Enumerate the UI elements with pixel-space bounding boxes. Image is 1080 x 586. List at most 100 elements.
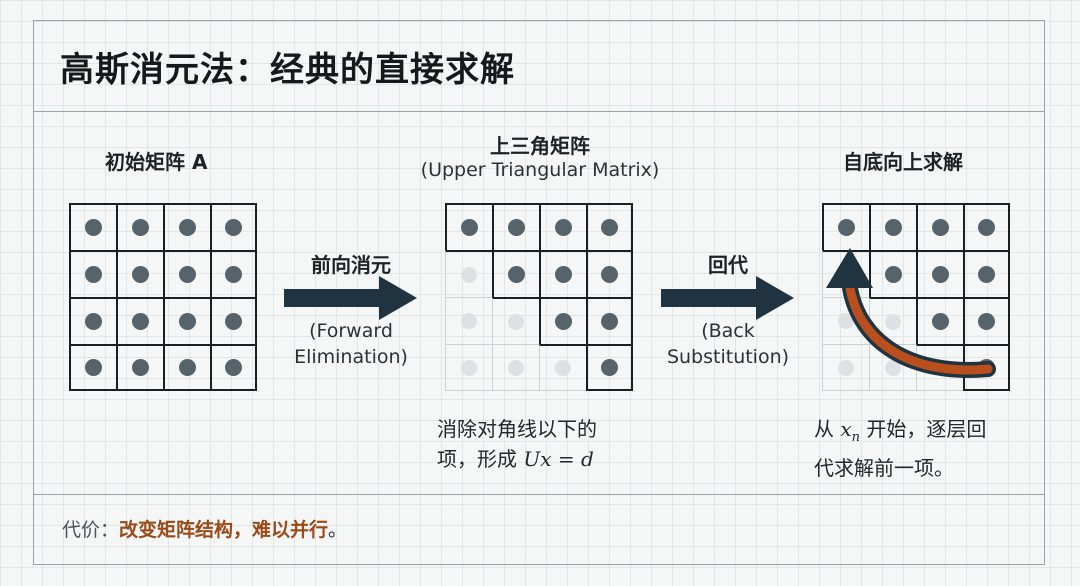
slide-frame xyxy=(33,20,1045,565)
matrix-cell xyxy=(445,297,492,344)
matrix-cell xyxy=(586,203,633,250)
matrix-cell xyxy=(492,344,539,391)
matrix-cell xyxy=(539,203,586,250)
matrix-entry-dot xyxy=(225,313,242,330)
matrix-cell xyxy=(69,250,116,297)
matrix-cell xyxy=(116,344,163,391)
solve-title: 自底向上求解 xyxy=(843,150,963,174)
upper-matrix-subtitle: (Upper Triangular Matrix) xyxy=(420,159,660,181)
footer-note: 代价：改变矩阵结构，难以并行。 xyxy=(62,515,347,542)
matrix-entry-dot xyxy=(555,219,572,236)
footer-end: 。 xyxy=(328,519,348,541)
matrix-cell xyxy=(69,344,116,391)
matrix-entry-dot xyxy=(932,219,949,236)
matrix-entry-dot xyxy=(555,360,571,376)
matrix-entry-dot xyxy=(978,266,995,283)
matrix-entry-dot xyxy=(508,359,524,376)
solve-note-line1-suffix: 开始，逐层回 xyxy=(860,417,987,441)
matrix-entry-dot xyxy=(508,313,524,330)
matrix-entry-dot xyxy=(132,266,149,283)
matrix-cell xyxy=(963,203,1010,250)
matrix-cell xyxy=(210,203,257,250)
matrix-cell xyxy=(916,297,963,344)
matrix-entry-dot xyxy=(885,359,901,376)
back-arrow-sub1: (Back xyxy=(701,320,755,342)
matrix-entry-dot xyxy=(885,219,902,236)
matrix-cell xyxy=(445,250,492,297)
solve-note: 从 xn 开始，逐层回 代求解前一项。 xyxy=(814,414,986,483)
matrix-entry-dot xyxy=(508,266,525,283)
matrix-entry-dot xyxy=(838,219,855,236)
matrix-entry-dot xyxy=(932,313,949,330)
matrix-entry-dot xyxy=(601,359,618,376)
matrix-entry-dot xyxy=(601,313,618,330)
matrix-cell xyxy=(586,250,633,297)
back-arrow-label: 回代 xyxy=(708,253,748,277)
matrix-cell xyxy=(210,250,257,297)
matrix-entry-dot xyxy=(225,359,242,376)
matrix-entry-dot xyxy=(508,219,525,236)
matrix-cell xyxy=(163,344,210,391)
matrix-cell xyxy=(963,297,1010,344)
matrix-cell xyxy=(822,344,869,391)
matrix-entry-dot xyxy=(461,313,477,329)
matrix-cell xyxy=(69,297,116,344)
matrix-entry-dot xyxy=(978,313,995,330)
matrix-cell xyxy=(163,297,210,344)
matrix-cell xyxy=(539,297,586,344)
title-divider xyxy=(33,111,1045,112)
forward-arrow-sub1: (Forward xyxy=(309,320,393,342)
matrix-cell xyxy=(116,203,163,250)
upper-matrix-title: 上三角矩阵 xyxy=(490,134,590,158)
matrix-cell xyxy=(869,250,916,297)
footer-key: 代价： xyxy=(62,519,120,541)
footer-divider xyxy=(33,494,1045,495)
matrix-entry-dot xyxy=(838,359,854,376)
forward-arrow-icon xyxy=(284,276,417,320)
matrix-entry-dot xyxy=(601,219,618,236)
initial-matrix xyxy=(69,203,257,391)
matrix-cell xyxy=(445,344,492,391)
upper-note-line2-text: 项，形成 xyxy=(437,447,524,471)
matrix-cell xyxy=(445,203,492,250)
matrix-cell xyxy=(163,250,210,297)
matrix-cell xyxy=(916,250,963,297)
matrix-cell xyxy=(586,344,633,391)
matrix-cell xyxy=(539,344,586,391)
matrix-entry-dot xyxy=(932,266,949,283)
matrix-entry-dot xyxy=(461,219,478,236)
matrix-cell xyxy=(916,203,963,250)
matrix-entry-dot xyxy=(85,219,102,236)
matrix-cell xyxy=(963,250,1010,297)
forward-arrow-label: 前向消元 xyxy=(311,253,391,277)
forward-arrow-sub2: Elimination) xyxy=(294,346,408,368)
matrix-entry-dot xyxy=(85,359,102,376)
solve-note-variable: x xyxy=(840,417,852,441)
matrix-entry-dot xyxy=(978,219,995,236)
matrix-cell xyxy=(586,297,633,344)
matrix-entry-dot xyxy=(85,313,102,330)
matrix-entry-dot xyxy=(225,219,242,236)
matrix-entry-dot xyxy=(179,359,196,376)
matrix-entry-dot xyxy=(838,313,854,329)
matrix-cell xyxy=(210,297,257,344)
upper-note: 消除对角线以下的 项，形成 Ux = d xyxy=(437,414,597,474)
matrix-entry-dot xyxy=(85,266,102,283)
initial-matrix-title: 初始矩阵 A xyxy=(105,150,208,174)
matrix-cell xyxy=(539,250,586,297)
page-title: 高斯消元法：经典的直接求解 xyxy=(60,50,515,90)
matrix-cell xyxy=(492,250,539,297)
matrix-entry-dot xyxy=(179,219,196,236)
matrix-entry-dot xyxy=(601,266,618,283)
matrix-cell xyxy=(492,297,539,344)
matrix-entry-dot xyxy=(885,313,901,330)
matrix-entry-dot xyxy=(225,266,242,283)
upper-triangular-matrix xyxy=(445,203,633,391)
upper-note-line2: 项，形成 Ux = d xyxy=(437,444,597,474)
matrix-entry-dot xyxy=(461,359,477,376)
matrix-cell xyxy=(69,203,116,250)
matrix-cell xyxy=(210,344,257,391)
matrix-cell xyxy=(116,250,163,297)
back-substitution-curve-arrow-icon xyxy=(826,248,996,378)
matrix-cell xyxy=(822,203,869,250)
